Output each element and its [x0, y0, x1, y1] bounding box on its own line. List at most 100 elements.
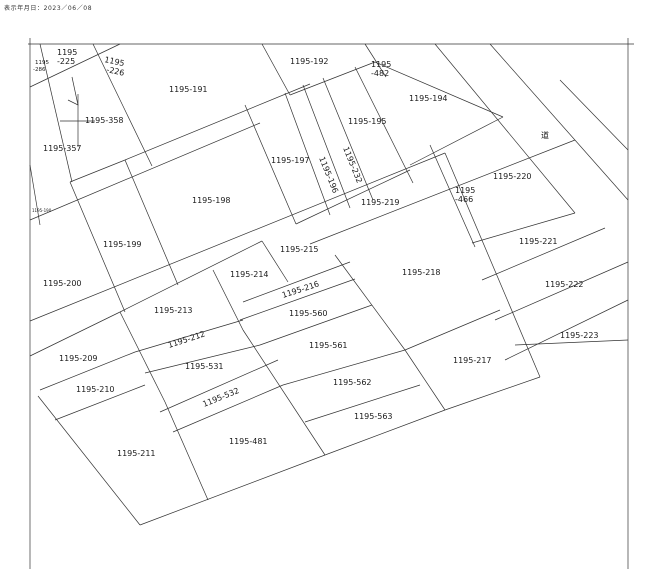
boundary [242, 261, 351, 303]
boundary [144, 344, 261, 374]
boundary [404, 349, 446, 411]
boundary [514, 339, 629, 346]
boundary [304, 384, 421, 423]
parcel-label: 1195-232 [341, 145, 364, 184]
boundary [134, 319, 244, 353]
parcel-label: 1195-197 [271, 156, 310, 165]
parcel-label: 1195-357 [43, 144, 82, 153]
parcel-label: 1195-218 [402, 268, 441, 277]
boundary [259, 304, 373, 346]
parcel-label: -466 [455, 195, 473, 204]
boundary [124, 83, 311, 161]
parcel-label: 1195-481 [229, 437, 268, 446]
boundary [37, 395, 141, 526]
parcel-label: 1195-215 [280, 245, 319, 254]
boundary [69, 159, 126, 183]
boundary [409, 116, 504, 166]
boundary [489, 43, 629, 201]
parcel-label: 1195-198 [192, 196, 231, 205]
boundary [481, 227, 606, 281]
boundary [471, 212, 576, 244]
boundary [322, 77, 374, 201]
parcel-label: 1195-219 [361, 198, 400, 207]
boundary [92, 43, 153, 167]
boundary [29, 152, 446, 322]
boundary [119, 311, 166, 403]
parcel-label: 1195 [104, 55, 126, 68]
parcel-label: 1195 [455, 186, 475, 195]
boundary [434, 43, 576, 214]
boundary [354, 66, 414, 184]
boundary [282, 349, 406, 386]
boundary [212, 269, 244, 331]
survey-line [67, 76, 79, 106]
boundary [29, 43, 121, 88]
boundary [289, 61, 376, 96]
boundary [119, 240, 263, 313]
boundary [494, 261, 629, 321]
display-date: 表示年月日：2023／06／08 [4, 5, 93, 12]
boundary [309, 139, 576, 245]
boundary [242, 329, 326, 456]
boundary [69, 181, 126, 313]
boundary [334, 254, 406, 351]
parcel-label: 1195-561 [309, 341, 348, 350]
boundary [429, 144, 476, 248]
road-label: 道 [541, 130, 549, 140]
boundary [29, 164, 41, 226]
parcel-label: 1195-194 [409, 94, 448, 103]
parcel-label: 1195 [57, 48, 77, 57]
boundary [39, 43, 73, 183]
parcel-label: 1195-210 [76, 385, 115, 394]
boundary [504, 299, 629, 361]
parcel-label: 1195-195 [348, 117, 387, 126]
boundary [239, 278, 356, 321]
parcel-label: 1195-221 [519, 237, 558, 246]
parcel-label: 1195-211 [117, 449, 156, 458]
parcel-label: 1195-212 [167, 329, 206, 349]
boundary [444, 152, 541, 378]
boundary [302, 84, 351, 209]
parcel-label: 1195-358 [85, 116, 124, 125]
boundary [244, 104, 297, 225]
parcel-label: 1195-531 [185, 362, 224, 371]
boundary [39, 351, 136, 391]
parcel-label: 1195-191 [169, 85, 208, 94]
boundary [295, 169, 411, 225]
parcel-label: 1195 [371, 60, 391, 69]
parcel-label: 1195-214 [230, 270, 269, 279]
boundary [364, 43, 387, 78]
boundary [404, 309, 501, 351]
parcel-label: 1195-200 [43, 279, 82, 288]
boundary [29, 122, 261, 221]
parcel-label: 1195-217 [453, 356, 492, 365]
parcel-label: -226 [106, 65, 126, 78]
parcel-label: 1195-216 [281, 279, 320, 299]
boundary [374, 61, 504, 118]
parcel-label: 1195-199 [103, 240, 142, 249]
parcel-label: 1195-220 [493, 172, 532, 181]
parcel-label: 1195-213 [154, 306, 193, 315]
boundary [29, 311, 121, 357]
parcel-label: 1195-209 [59, 354, 98, 363]
boundary [124, 159, 179, 286]
parcel-label: 1195-222 [545, 280, 584, 289]
parcel-label: -225 [57, 57, 75, 66]
boundary [54, 384, 146, 421]
parcel-label: 1195-190 [32, 208, 52, 213]
parcel-label: 1195-223 [560, 331, 599, 340]
parcel-label: 1195-560 [289, 309, 328, 318]
parcel-label: -482 [371, 69, 389, 78]
parcel-label: -286 [33, 67, 46, 73]
parcel-label: 1195 [35, 60, 49, 66]
boundary [139, 454, 326, 526]
boundary [444, 376, 541, 411]
boundary [261, 43, 291, 96]
boundary [159, 359, 279, 413]
parcel-label: 1195-192 [290, 57, 329, 66]
boundary [164, 401, 209, 501]
boundary [559, 79, 629, 151]
boundary [324, 409, 446, 456]
boundary [172, 384, 284, 433]
